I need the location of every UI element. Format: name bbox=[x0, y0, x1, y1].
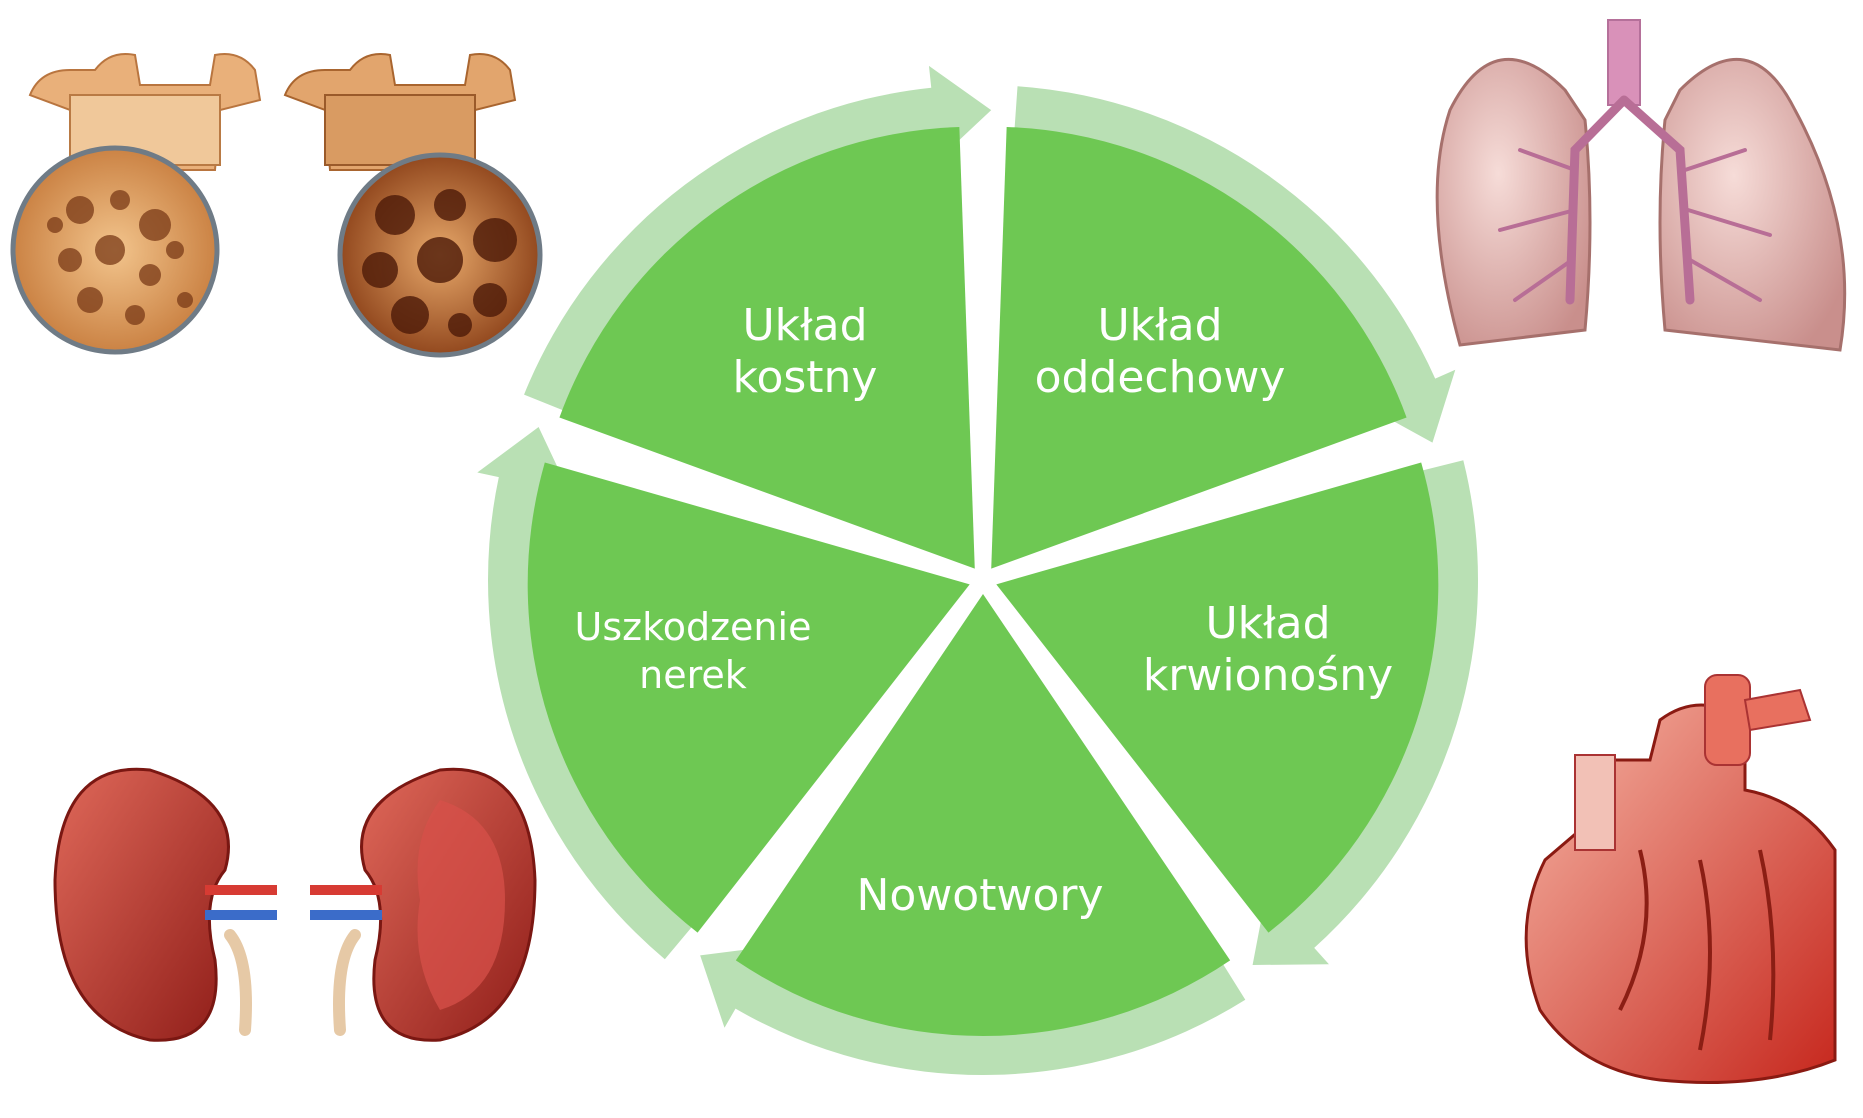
segment-label-circulatory-line2: krwionośny bbox=[1143, 650, 1393, 701]
lungs-icon bbox=[1437, 20, 1845, 350]
segment-label-respiratory-line2: oddechowy bbox=[1035, 352, 1286, 403]
kidney-icon bbox=[55, 769, 535, 1040]
segment-label-circulatory-line1: Układ bbox=[1205, 598, 1330, 649]
segment-label-kidney-line1: Uszkodzenie bbox=[575, 605, 812, 649]
segment-label-bone-line1: Układ bbox=[742, 300, 867, 351]
kidneys-illustration bbox=[55, 769, 535, 1040]
segment-label-kidney-line2: nerek bbox=[639, 653, 747, 697]
lungs-illustration bbox=[1437, 20, 1845, 350]
heart-illustration bbox=[1526, 675, 1835, 1083]
segment-label-cancer-line1: Nowotwory bbox=[856, 870, 1103, 921]
segment-label-bone-line2: kostny bbox=[733, 352, 878, 403]
segment-label-respiratory-line1: Układ bbox=[1097, 300, 1222, 351]
bone-tissue-icon bbox=[13, 54, 540, 355]
heart-icon bbox=[1526, 675, 1835, 1083]
bone-illustration bbox=[13, 54, 540, 355]
